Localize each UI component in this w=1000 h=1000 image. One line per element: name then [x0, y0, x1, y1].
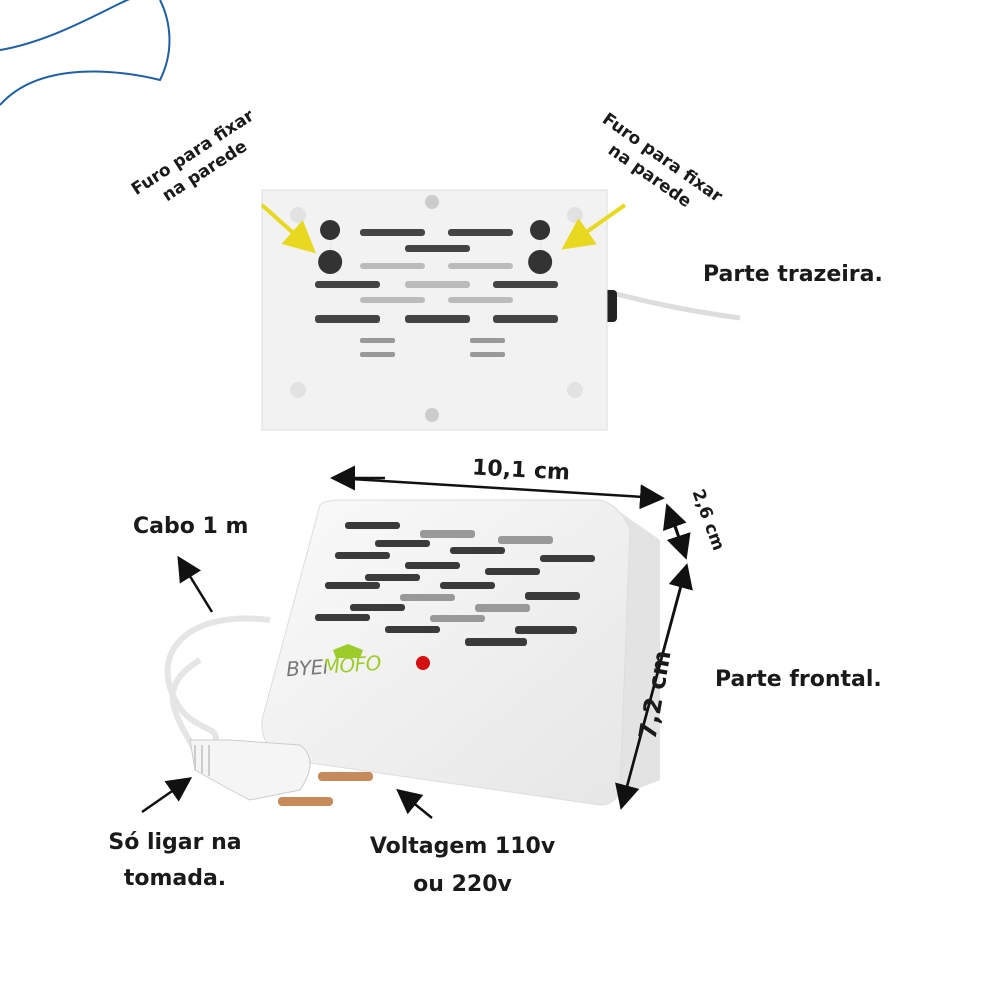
plug-label-line2: tomada. — [123, 866, 227, 891]
front-device — [164, 499, 660, 806]
back-label: Parte trazeira. — [703, 262, 883, 287]
front-label: Parte frontal. — [715, 667, 882, 692]
plug-label: Só ligar na tomada. — [100, 825, 250, 897]
yellow-arrow-left — [260, 203, 316, 254]
plug-label-line1: Só ligar na — [108, 830, 242, 855]
voltage-label: Voltagem 110v ou 220v — [355, 828, 570, 904]
voltage-label-line1: Voltagem 110v — [369, 834, 556, 859]
plug-pin — [318, 772, 373, 781]
plug-pin — [278, 797, 333, 806]
dimension-arrows — [141, 465, 693, 819]
brand-logo-shield — [333, 644, 363, 658]
cable-label: Cabo 1 m — [133, 514, 249, 539]
back-device — [260, 189, 741, 431]
voltage-label-line2: ou 220v — [413, 872, 512, 897]
decorative-swoosh — [0, 0, 171, 106]
power-plug — [189, 739, 373, 806]
width-label: 10,1 cm — [471, 455, 571, 486]
yellow-arrow-right — [561, 203, 627, 250]
led-indicator — [416, 656, 430, 670]
